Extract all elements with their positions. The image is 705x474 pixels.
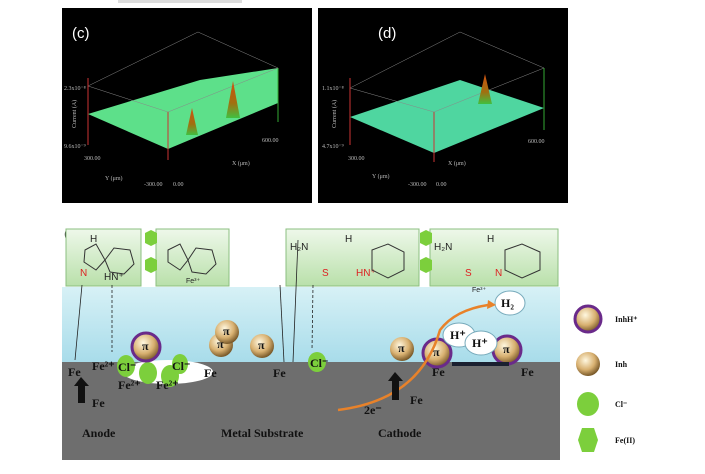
s-label: S	[322, 268, 329, 279]
panel-d-surface-plot: (d) 1.1x10⁻⁸ 4.7x10⁻⁹ Current (A) X (μm)…	[318, 8, 568, 203]
legend-inhh: InhH⁺	[615, 315, 637, 324]
molecule-box: H₂N H S N Fe³⁺	[429, 228, 559, 294]
h2n-label: H₂N	[434, 242, 452, 253]
panel-c-surface-plot: (c) 2.3x10⁻⁸ 9.6x10⁻⁹ Current (A) X (μm)…	[62, 8, 312, 203]
x-max: 600.00	[528, 139, 545, 145]
legend-cl: Cl⁻	[615, 400, 627, 409]
cl-ions: Cl⁻ Cl⁻ Cl⁻	[117, 352, 328, 387]
peak	[226, 81, 240, 118]
molecule-box: H₂N H S HN⁺	[285, 228, 420, 287]
fe-ii-hexagons	[145, 230, 432, 273]
hn-label: HN⁺	[356, 268, 376, 279]
z-min: 9.6x10⁻⁹	[64, 144, 86, 150]
pi-label: π	[217, 337, 224, 351]
x-min: 0.00	[436, 182, 447, 188]
pi-label: π	[223, 324, 230, 338]
fe3-label: Fe³⁺	[186, 278, 201, 285]
x-axis-label: X (μm)	[232, 160, 250, 167]
legend: InhH⁺ Inh Cl⁻ Fe(II)	[573, 304, 637, 452]
y-max: 300.00	[348, 156, 365, 162]
molecule-box: H N HN⁺	[65, 228, 142, 287]
pi-label: π	[503, 342, 510, 356]
y-axis-label: Y (μm)	[105, 175, 123, 182]
hn-label: HN⁺	[104, 272, 124, 283]
panel-label: (d)	[378, 25, 396, 42]
h-label: H	[345, 234, 352, 245]
s-label: S	[465, 268, 472, 279]
anode-label: Anode	[82, 426, 116, 440]
cl-label: Cl⁻	[172, 359, 190, 373]
pi-label: π	[142, 339, 149, 353]
molecule-box: Fe³⁺	[155, 228, 230, 287]
fe2-label: Fe²⁺	[156, 378, 179, 392]
peak	[478, 74, 492, 104]
fe-label: Fe	[410, 393, 423, 407]
fe-label: Fe	[521, 365, 534, 379]
h-plus-label: H⁺	[472, 336, 488, 350]
h-label: H	[90, 234, 97, 245]
fe2-label: Fe²⁺	[118, 378, 141, 392]
h-plus-label: H⁺	[450, 328, 466, 342]
pi-label: π	[258, 338, 265, 352]
z-max: 2.3x10⁻⁸	[64, 86, 86, 92]
h-label: H	[487, 234, 494, 245]
x-max: 600.00	[262, 138, 279, 144]
fe3-label: Fe³⁺	[472, 287, 487, 294]
z-max: 1.1x10⁻⁸	[322, 86, 344, 92]
fe-label: Fe	[68, 365, 81, 379]
y-max: 300.00	[84, 156, 101, 162]
y-axis-label: Y (μm)	[372, 173, 390, 180]
h2n-label: H₂N	[290, 242, 308, 253]
n-label: N	[80, 268, 87, 279]
fe-label: Fe	[273, 366, 286, 380]
panel-e-mechanism: (e) H N HN⁺ Fe³⁺ H₂N H S HN⁺ H₂N H S N F…	[62, 226, 560, 460]
legend-fe-ii: Fe(II)	[615, 436, 635, 445]
legend-inh: Inh	[615, 360, 628, 369]
protective-film	[452, 362, 509, 366]
pi-label: π	[398, 341, 405, 355]
up-arrow	[388, 372, 403, 381]
x-min: 0.00	[173, 182, 184, 188]
pi-label: π	[433, 345, 440, 359]
y-min: -300.00	[144, 182, 163, 188]
fe-label: Fe	[204, 366, 217, 380]
cl-label: Cl⁻	[310, 356, 328, 370]
fe-label: Fe	[432, 365, 445, 379]
electrons-label: 2e⁻	[364, 403, 382, 417]
cathode-label: Cathode	[378, 426, 422, 440]
y-min: -300.00	[408, 182, 427, 188]
electron-flow-arrow	[337, 303, 489, 412]
top-cutoff-bar	[118, 0, 242, 3]
z-axis-label: Current (A)	[71, 100, 78, 128]
up-arrow	[74, 377, 89, 386]
z-min: 4.7x10⁻⁹	[322, 144, 344, 150]
h2-label: H₂	[501, 296, 514, 310]
metal-substrate-label: Metal Substrate	[221, 426, 304, 440]
fe-label: Fe	[92, 396, 105, 410]
fe2-label: Fe²⁺	[92, 359, 115, 373]
n-label: N	[495, 268, 502, 279]
x-axis-label: X (μm)	[448, 160, 466, 167]
peak	[186, 108, 198, 135]
surface	[88, 68, 278, 149]
panel-label: (c)	[72, 25, 90, 42]
z-axis-label: Current (A)	[331, 100, 338, 128]
cl-label: Cl⁻	[118, 360, 136, 374]
surface	[350, 80, 544, 153]
